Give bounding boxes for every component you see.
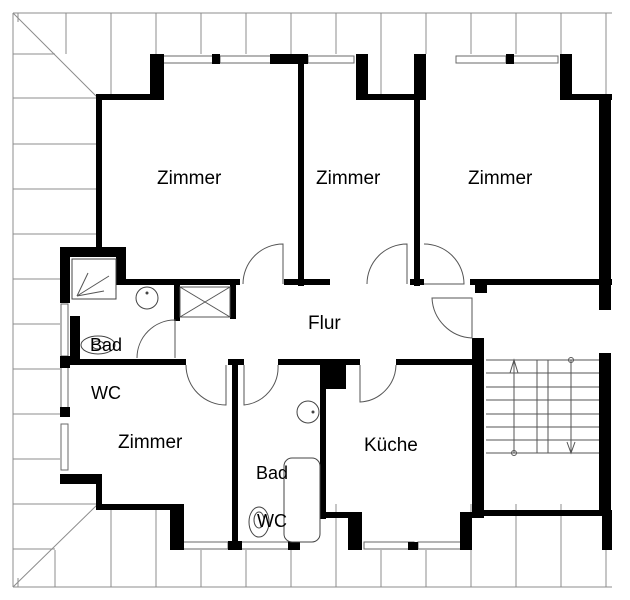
room-label-line: WC	[91, 383, 122, 403]
room-label-line: WC	[257, 511, 288, 531]
room-label-zimmer-2: Zimmer	[316, 168, 381, 189]
room-label-bad-wc-1: Bad WC	[90, 305, 122, 417]
fixtures	[71, 258, 321, 543]
room-label-line: Bad	[90, 335, 123, 355]
windows	[60, 55, 559, 550]
room-label-zimmer-1: Zimmer	[157, 168, 222, 189]
room-label-flur: Flur	[308, 313, 341, 334]
room-label-bad-wc-2: Bad WC	[256, 433, 288, 545]
room-label-zimmer-4: Zimmer	[118, 432, 183, 453]
bathtub-icon	[283, 457, 321, 543]
washbasin-icon	[296, 400, 320, 424]
shower-icon	[71, 258, 117, 300]
room-label-kueche: Küche	[364, 435, 418, 456]
doors	[136, 243, 473, 406]
paving-grid	[12, 12, 612, 588]
room-label-line: Bad	[256, 463, 289, 483]
washbasin-icon	[135, 286, 159, 310]
room-label-zimmer-3: Zimmer	[468, 168, 533, 189]
staircase	[486, 357, 599, 456]
walls	[60, 54, 612, 550]
